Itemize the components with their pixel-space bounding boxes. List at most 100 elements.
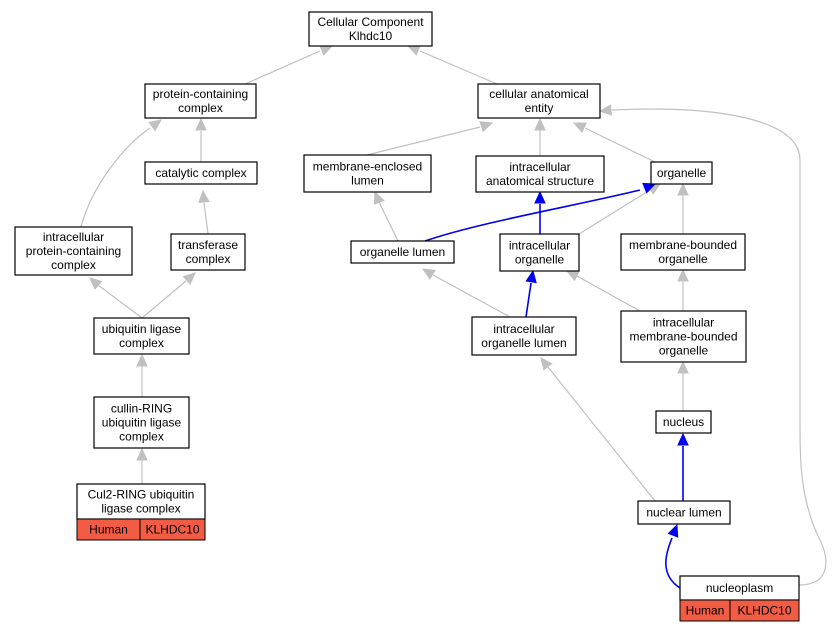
go-term-node[interactable]: catalytic complex <box>144 161 258 185</box>
node-box <box>620 233 746 271</box>
arrowhead <box>677 268 689 282</box>
edge-gray <box>540 357 656 502</box>
arrowhead <box>598 104 612 116</box>
edge-blue <box>424 182 657 242</box>
gene-tag <box>729 599 800 622</box>
arrowhead <box>198 189 210 203</box>
node-label: protein-containing <box>153 87 248 101</box>
gene-label: KLHDC10 <box>145 523 199 537</box>
node-box <box>14 226 133 276</box>
node-box <box>144 83 257 119</box>
node-box <box>308 11 433 47</box>
arrowhead <box>677 182 689 196</box>
go-term-node[interactable]: organelle lumen <box>350 240 455 264</box>
node-label: complex <box>178 101 223 115</box>
go-term-node[interactable]: nuclear lumen <box>637 500 731 525</box>
edge-gray <box>421 268 511 318</box>
arrowhead <box>148 119 162 132</box>
edge-gray <box>136 353 148 397</box>
node-label: anatomical structure <box>486 174 594 188</box>
node-label: intracellular <box>653 316 714 330</box>
edge-gray <box>366 121 494 156</box>
species-label: Human <box>686 604 725 618</box>
node-label: organelle <box>659 344 709 358</box>
edge-gray <box>195 117 207 162</box>
edge-gray <box>565 270 641 312</box>
node-label: protein-containing <box>26 244 121 258</box>
arrowhead <box>667 523 679 538</box>
arrowhead <box>565 270 580 282</box>
arrowhead <box>572 122 587 134</box>
edge-blue <box>534 190 546 234</box>
node-label: cellular anatomical <box>489 87 588 101</box>
edge-gray <box>572 122 656 163</box>
node-label: complex <box>119 336 164 350</box>
node-label: cullin-RING <box>111 402 172 416</box>
node-box <box>620 310 747 363</box>
edge-gray <box>677 268 689 311</box>
node-label: organelle <box>658 252 708 266</box>
node-box <box>303 154 432 193</box>
edge-gray <box>406 45 498 85</box>
edge-blue <box>665 523 681 589</box>
node-label: ligase complex <box>101 502 180 516</box>
node-box <box>637 500 731 525</box>
arrowhead <box>136 447 148 461</box>
node-label: lumen <box>351 174 384 188</box>
edge-gray <box>677 360 689 411</box>
go-term-node[interactable]: nucleus <box>655 410 712 434</box>
arrowhead <box>534 190 546 204</box>
node-box <box>499 233 580 272</box>
gene-label: KLHDC10 <box>737 604 791 618</box>
go-term-node[interactable]: organelle <box>650 161 713 185</box>
arrowhead <box>182 272 196 285</box>
arrowhead <box>195 117 207 131</box>
node-label: organelle lumen <box>481 336 566 350</box>
arrowhead <box>677 360 689 374</box>
node-label: nucleoplasm <box>706 581 773 595</box>
node-box <box>679 575 800 601</box>
node-box <box>650 161 713 185</box>
node-label: intracellular <box>43 230 104 244</box>
gene-tag <box>139 518 206 541</box>
node-label: nucleus <box>663 415 704 429</box>
node-box <box>93 396 190 449</box>
node-label: membrane-enclosed <box>313 160 422 174</box>
edge-blue <box>677 432 689 501</box>
edge-blue <box>525 269 537 318</box>
edge-gray <box>198 189 210 235</box>
node-label: membrane-bounded <box>629 330 737 344</box>
node-box <box>93 317 190 355</box>
edge-gray <box>373 190 399 242</box>
node-label: organelle <box>657 166 707 180</box>
node-label: organelle <box>515 253 565 267</box>
node-label: Klhdc10 <box>349 29 393 43</box>
arrowhead <box>642 182 657 194</box>
node-label: nuclear lumen <box>646 506 721 520</box>
edge-gray <box>136 447 148 484</box>
node-label: ubiquitin ligase <box>102 416 182 430</box>
arrowhead <box>534 117 546 131</box>
node-label: intracellular <box>509 239 570 253</box>
node-label: ubiquitin ligase <box>102 322 182 336</box>
edge-gray <box>80 119 162 228</box>
node-box <box>471 316 577 356</box>
